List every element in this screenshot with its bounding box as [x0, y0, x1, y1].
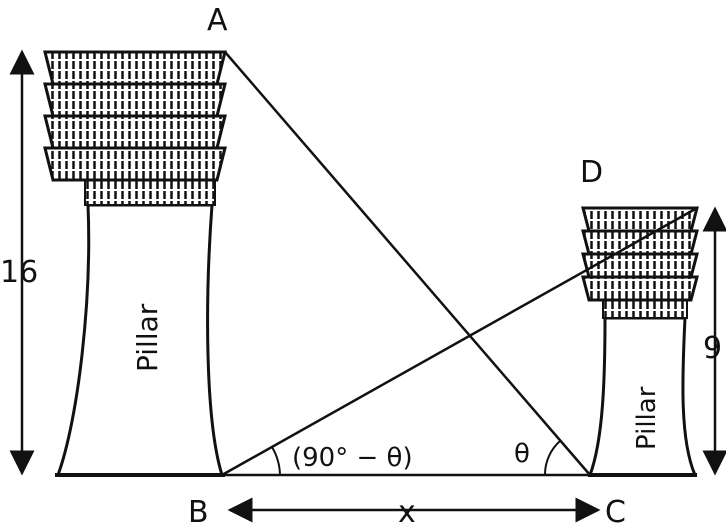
label-angle-C: θ — [514, 439, 530, 469]
line-BD — [221, 206, 698, 477]
label-D: D — [580, 155, 603, 190]
capital-band — [43, 114, 227, 150]
capital-band — [43, 146, 227, 182]
right-pillar-label: Pillar — [632, 386, 662, 450]
right-pillar — [581, 206, 699, 477]
capital-band — [581, 229, 699, 256]
label-height-16: 16 — [0, 255, 38, 290]
angle-arc-C — [543, 440, 561, 476]
capital-band — [581, 275, 699, 302]
label-angle-B: (90° − θ) — [292, 443, 413, 473]
label-A: A — [207, 3, 228, 38]
capital-band — [581, 252, 699, 279]
left-pillar — [43, 50, 227, 477]
angle-arc-B — [271, 446, 281, 476]
label-B: B — [188, 495, 209, 526]
label-C: C — [605, 495, 626, 526]
capital-band — [43, 50, 227, 86]
line-AC — [224, 51, 591, 476]
capital-band — [581, 206, 699, 233]
label-height-9: 9 — [703, 331, 722, 366]
left-pillar-label: Pillar — [131, 303, 164, 372]
label-distance-x: x — [398, 495, 416, 526]
capital-band — [43, 82, 227, 118]
